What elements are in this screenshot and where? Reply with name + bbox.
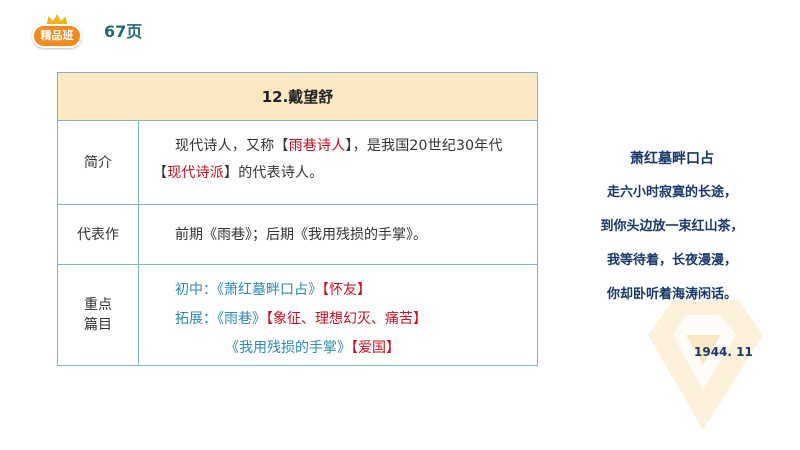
- poem-date: 1944. 11: [694, 345, 753, 359]
- bracket: 【: [351, 340, 358, 356]
- poem-line: 你却卧听着海涛闲话。: [606, 287, 737, 302]
- works-content: 前期《雨巷》；后期《我用残损的手掌》。: [139, 205, 537, 264]
- works-label: 代表作: [58, 205, 139, 264]
- theme-tag: 怀友: [329, 282, 357, 298]
- extension-item-2: 《我用残损的手掌》【爱国】: [225, 337, 400, 357]
- bracket: 【: [266, 311, 273, 327]
- works-text: 前期《雨巷》；后期《我用残损的手掌》。: [175, 227, 427, 243]
- poem-line: 走六小时寂寞的长途，: [606, 185, 737, 200]
- key-works-content: 初中：《萧红墓畔口占》【怀友】 拓展：《雨巷》【象征、理想幻灭、痛苦】 《我用残…: [139, 265, 537, 365]
- theme-tag: 爱国: [358, 340, 386, 356]
- table-title: 12.戴望舒: [261, 88, 334, 106]
- intro-text-part: 的代表诗人。: [238, 165, 324, 181]
- page-number-label: 67页: [104, 22, 143, 41]
- bracket: 】: [413, 311, 427, 327]
- badge-label: 精品班: [32, 24, 82, 48]
- intro-text: 现代诗人，又称【雨巷诗人】，是我国20世纪30年代【现代诗派】的代表诗人。: [153, 121, 527, 187]
- extension-prefix: 《我用残损的手掌》: [225, 340, 351, 356]
- key-label-line: 重点: [84, 297, 112, 313]
- poem-line: 我等待着，长夜漫漫，: [606, 253, 737, 268]
- table-row-intro: 简介 现代诗人，又称【雨巷诗人】，是我国20世纪30年代【现代诗派】的代表诗人。: [58, 121, 537, 205]
- intro-text-part: 】，是我国20世纪30年代: [345, 138, 503, 154]
- table-row-key-works: 重点 篇目 初中：《萧红墓畔口占》【怀友】 拓展：《雨巷》【象征、理想幻灭、痛苦…: [58, 265, 537, 365]
- poem-line: 到你头边放一束红山茶，: [600, 219, 744, 234]
- bracket: 【: [322, 282, 329, 298]
- table-row-works: 代表作 前期《雨巷》；后期《我用残损的手掌》。: [58, 205, 537, 265]
- junior-item: 初中：《萧红墓畔口占》【怀友】: [175, 279, 371, 299]
- bracket: 【: [153, 165, 168, 181]
- logo-watermark: [648, 300, 763, 430]
- bracket: 】: [386, 340, 400, 356]
- theme-tag: 象征、理想幻灭、痛苦: [273, 311, 413, 327]
- course-badge: 精品班: [32, 12, 82, 50]
- intro-text-part: 现代诗人，又称: [175, 138, 275, 154]
- intro-label: 简介: [58, 121, 139, 204]
- extension-prefix: 拓展：《雨巷》: [175, 311, 266, 327]
- highlight-term: 雨巷诗人: [288, 138, 346, 154]
- bracket: 】: [224, 165, 239, 181]
- poem-panel: 萧红墓畔口占 走六小时寂寞的长途， 到你头边放一束红山茶， 我等待着，长夜漫漫，…: [556, 150, 788, 304]
- highlight-term: 现代诗派: [167, 165, 225, 181]
- bracket: 】: [357, 282, 371, 298]
- author-info-table: 12.戴望舒 简介 现代诗人，又称【雨巷诗人】，是我国20世纪30年代【现代诗派…: [57, 72, 538, 366]
- table-title-row: 12.戴望舒: [58, 73, 537, 121]
- crown-icon: [45, 12, 69, 26]
- key-works-label: 重点 篇目: [58, 265, 139, 365]
- poem-title: 萧红墓畔口占: [630, 151, 714, 167]
- extension-item: 拓展：《雨巷》【象征、理想幻灭、痛苦】: [175, 308, 427, 328]
- key-label-line: 篇目: [84, 317, 112, 333]
- bracket: 【: [274, 138, 289, 154]
- intro-content: 现代诗人，又称【雨巷诗人】，是我国20世纪30年代【现代诗派】的代表诗人。: [139, 121, 537, 204]
- junior-prefix: 初中：《萧红墓畔口占》: [175, 282, 322, 298]
